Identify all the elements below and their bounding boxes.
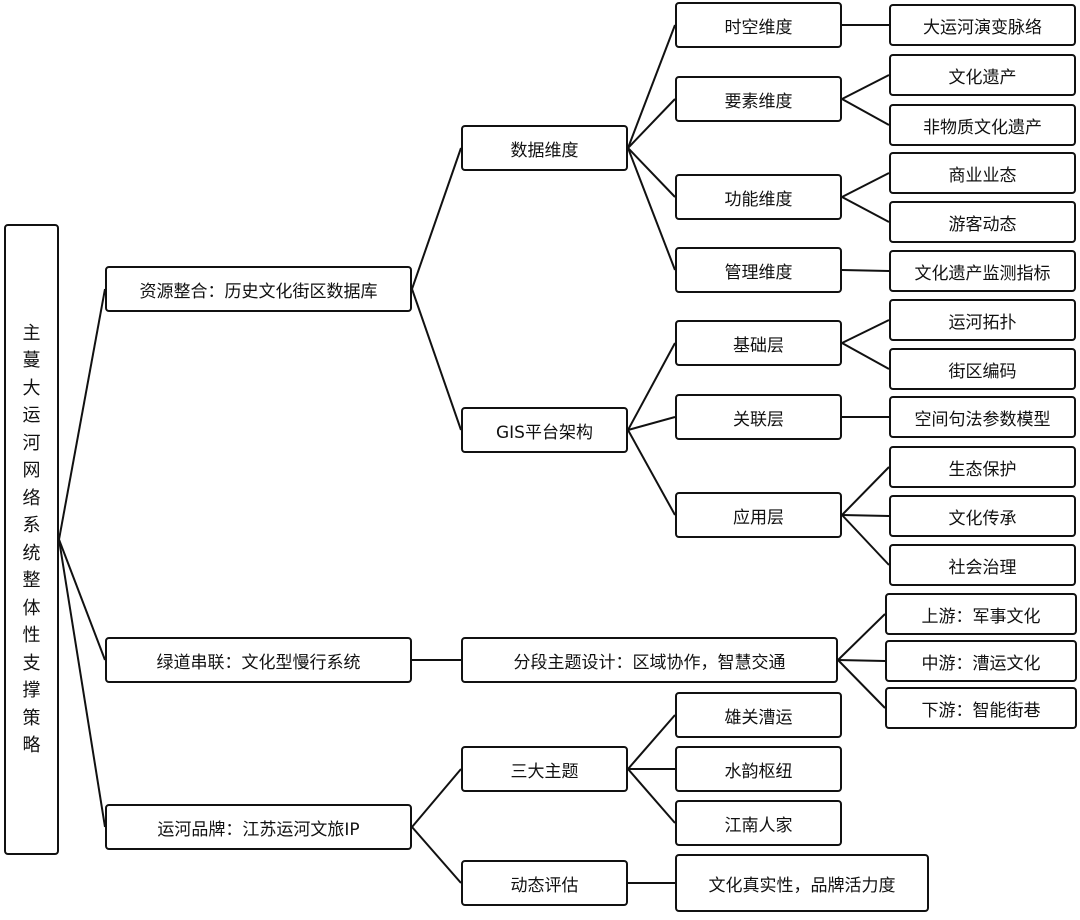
leaf-business-formats: 商业业态	[889, 152, 1076, 194]
node-three-themes: 三大主题	[461, 746, 628, 792]
leaf-upstream-military-culture: 上游：军事文化	[885, 593, 1077, 635]
connector-line	[837, 659, 886, 662]
root-title-char: 大	[22, 377, 41, 399]
connector-line	[627, 714, 676, 770]
node-link-layer: 关联层	[675, 394, 842, 440]
connector-line	[627, 98, 676, 149]
connector-line	[58, 288, 106, 540]
leaf-block-coding: 街区编码	[889, 348, 1076, 390]
node-base-layer: 基础层	[675, 320, 842, 366]
branch-greenway-connection: 绿道串联：文化型慢行系统	[105, 637, 412, 683]
leaf-tourist-dynamics: 游客动态	[889, 201, 1076, 243]
connector-line	[837, 613, 886, 661]
connector-line	[841, 342, 890, 370]
root-title-char: 性	[22, 625, 41, 646]
leaf-intangible-heritage: 非物质文化遗产	[889, 104, 1076, 146]
leaf-space-syntax-model: 空间句法参数模型	[889, 396, 1076, 438]
connector-line	[841, 98, 890, 126]
root-title-char: 运	[22, 405, 41, 426]
connector-line	[837, 659, 886, 709]
leaf-canal-topology: 运河拓扑	[889, 299, 1076, 341]
node-management-dimension: 管理维度	[675, 247, 842, 293]
connector-line	[627, 416, 676, 431]
connector-line	[627, 147, 676, 271]
root-title-char: 系	[22, 515, 41, 536]
connector-line	[841, 319, 890, 344]
connector-line	[627, 342, 676, 431]
leaf-canal-evolution: 大运河演变脉络	[889, 4, 1076, 46]
connector-line	[841, 74, 890, 100]
node-theme-shuiyun-shuniu: 水韵枢纽	[675, 746, 842, 792]
connector-line	[411, 147, 462, 290]
leaf-cultural-inheritance: 文化传承	[889, 495, 1076, 537]
root-node: 主蔓大运河网络系统整体性支撑策略	[4, 224, 59, 855]
root-title-char: 网	[22, 460, 41, 481]
connector-line	[841, 514, 890, 566]
node-segment-theme-design: 分段主题设计：区域协作，智慧交通	[461, 637, 838, 683]
leaf-social-governance: 社会治理	[889, 544, 1076, 586]
connector-line	[58, 539, 106, 661]
leaf-midstream-canal-transport-culture: 中游：漕运文化	[885, 640, 1077, 682]
branch-canal-brand: 运河品牌：江苏运河文旅IP	[105, 804, 412, 850]
node-function-dimension: 功能维度	[675, 174, 842, 220]
connector-line	[627, 147, 676, 198]
connector-line	[411, 288, 462, 431]
connector-line	[627, 429, 676, 516]
connector-line	[841, 269, 890, 272]
node-data-dimension: 数据维度	[461, 125, 628, 171]
root-title-char: 撑	[22, 680, 41, 701]
connector-line	[627, 768, 676, 824]
node-theme-xiongguan-caoyun: 雄关漕运	[675, 692, 842, 738]
root-title-char: 络	[22, 487, 41, 509]
connector-line	[841, 172, 890, 198]
leaf-cultural-heritage: 文化遗产	[889, 54, 1076, 96]
connector-line	[58, 539, 106, 828]
root-title-char: 策	[22, 707, 41, 729]
connector-line	[627, 24, 676, 149]
root-title-char: 支	[22, 652, 41, 674]
connector-line	[411, 826, 462, 884]
connector-line	[841, 196, 890, 223]
node-theme-jiangnan-renjia: 江南人家	[675, 800, 842, 846]
node-spacetime-dimension: 时空维度	[675, 2, 842, 48]
root-title-char: 主	[22, 322, 41, 344]
connector-line	[411, 768, 462, 828]
leaf-heritage-monitoring-indicators: 文化遗产监测指标	[889, 250, 1076, 292]
root-title-char: 河	[22, 432, 41, 454]
root-title-char: 整	[22, 570, 41, 591]
root-title-char: 体	[22, 597, 41, 619]
connector-line	[841, 466, 890, 516]
node-application-layer: 应用层	[675, 492, 842, 538]
connector-line	[841, 514, 890, 517]
root-title-char: 蔓	[22, 350, 41, 371]
leaf-downstream-smart-streets: 下游：智能街巷	[885, 687, 1077, 729]
leaf-ecological-protection: 生态保护	[889, 446, 1076, 488]
root-title-char: 略	[22, 735, 41, 756]
root-title-char: 统	[22, 542, 41, 564]
branch-resource-integration: 资源整合：历史文化街区数据库	[105, 266, 412, 312]
node-dynamic-evaluation: 动态评估	[461, 860, 628, 906]
node-evaluation-criteria: 文化真实性，品牌活力度	[675, 854, 929, 912]
node-gis-platform: GIS平台架构	[461, 407, 628, 453]
node-element-dimension: 要素维度	[675, 76, 842, 122]
